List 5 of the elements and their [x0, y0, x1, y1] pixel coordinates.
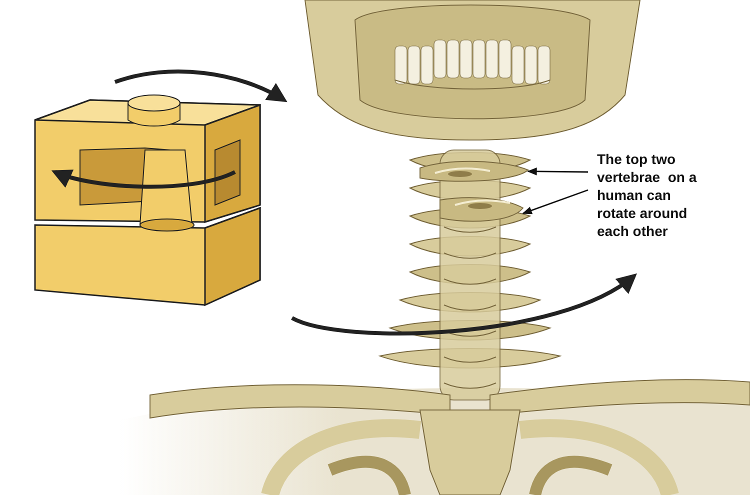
vertebra-drawing: [420, 160, 528, 182]
leader-arrow: [527, 168, 588, 176]
callout-text: The top two vertebrae on a human can rotate around each other: [597, 150, 713, 240]
leader-arrow: [522, 189, 588, 214]
vertebra-drawing: [440, 197, 524, 222]
